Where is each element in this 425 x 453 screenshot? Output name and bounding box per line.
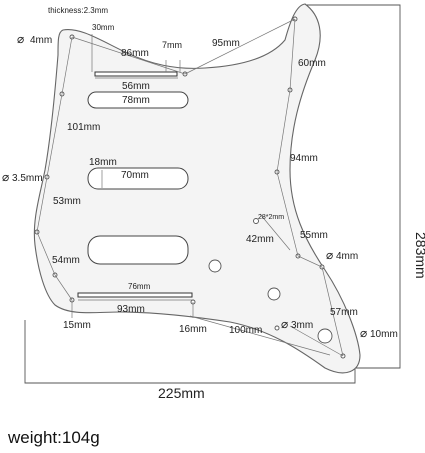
label-15mm: 15mm — [63, 320, 91, 331]
label-86mm: 86mm — [121, 48, 149, 59]
label-57mm: 57mm — [330, 307, 358, 318]
dimension-labels: thickness:2.3mm 4mm ⌀ 30mm 86mm 7mm 95mm… — [2, 6, 425, 400]
weight-label: weight:104g — [8, 428, 100, 447]
diameter-symbol: ⌀ — [281, 317, 288, 331]
label-3mm: 3mm — [291, 320, 313, 331]
label-4mm-right: 4mm — [336, 251, 358, 262]
top-slot — [94, 71, 178, 77]
label-94mm: 94mm — [290, 153, 318, 164]
pot-hole-2 — [267, 287, 281, 301]
label-4mm-top: 4mm — [30, 35, 52, 46]
diameter-symbol: ⌀ — [17, 32, 24, 46]
label-95mm: 95mm — [212, 38, 240, 49]
label-93mm: 93mm — [117, 304, 145, 315]
label-283mm: 283mm — [413, 232, 425, 279]
label-7mm: 7mm — [162, 40, 182, 50]
label-60mm: 60mm — [298, 58, 326, 69]
pickup-slot-neck — [87, 91, 189, 109]
pickup-slot-middle — [87, 167, 189, 190]
pickguard-diagram: thickness:2.3mm 4mm ⌀ 30mm 86mm 7mm 95mm… — [2, 3, 425, 400]
label-16mm: 16mm — [179, 324, 207, 335]
diameter-symbol: ⌀ — [2, 170, 9, 184]
label-thickness: thickness:2.3mm — [48, 6, 108, 15]
label-28x2mm: 28*2mm — [258, 214, 284, 221]
label-42mm: 42mm — [246, 234, 274, 245]
label-53mm: 53mm — [53, 196, 81, 207]
label-10mm: 10mm — [370, 329, 398, 340]
pot-hole-1 — [208, 259, 222, 273]
label-18mm: 18mm — [89, 157, 117, 168]
label-55mm: 55mm — [300, 230, 328, 241]
holes — [34, 16, 346, 359]
diameter-symbol: ⌀ — [360, 326, 367, 340]
label-100mm: 100mm — [229, 325, 262, 336]
switch-hole — [253, 218, 259, 224]
jack-hole — [317, 328, 333, 344]
label-56mm: 56mm — [122, 81, 150, 92]
label-30mm: 30mm — [92, 23, 115, 32]
label-78mm: 78mm — [122, 95, 150, 106]
label-54mm: 54mm — [52, 255, 80, 266]
label-76mm: 76mm — [128, 282, 151, 291]
diameter-symbol: ⌀ — [326, 248, 333, 262]
label-3-5mm: 3.5mm — [12, 173, 43, 184]
label-70mm: 70mm — [121, 170, 149, 181]
label-225mm: 225mm — [158, 385, 205, 400]
pickup-slot-bridge — [87, 235, 189, 265]
label-101mm: 101mm — [67, 122, 100, 133]
dimension-lines — [36, 18, 344, 357]
bottom-slot — [77, 292, 193, 298]
